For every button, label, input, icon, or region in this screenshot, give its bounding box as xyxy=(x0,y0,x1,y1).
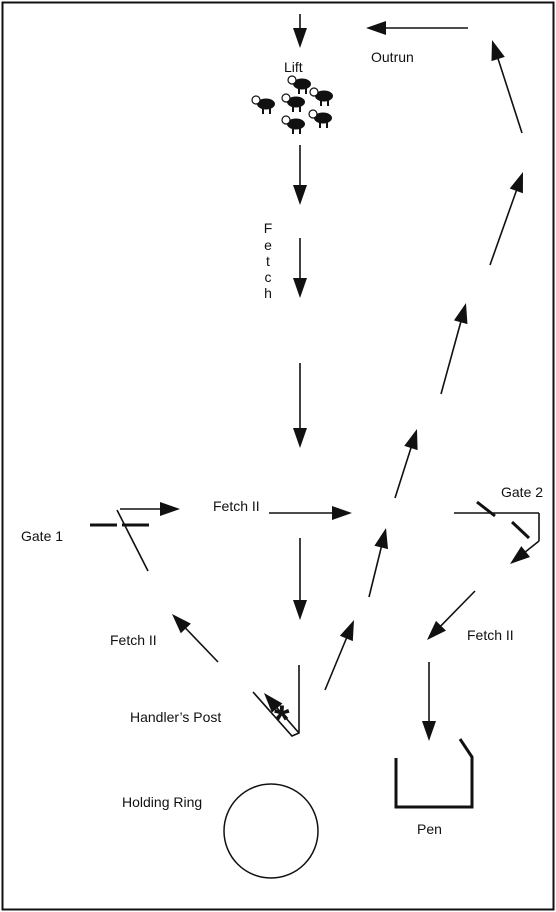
fetch-ii-left-arrow xyxy=(183,626,219,663)
fetch-ii-down-arrow-head xyxy=(293,600,307,620)
handlers-post-label: Handler’s Post xyxy=(130,709,221,725)
sheep-icon xyxy=(251,95,275,114)
path-arrows xyxy=(120,14,540,741)
fetch-letter: F xyxy=(264,220,273,236)
outrun-arrow-lower xyxy=(489,188,518,266)
fetch-vertical-label: F e t c h xyxy=(264,220,273,301)
diagonal-arrow-handler xyxy=(324,636,348,691)
fetch-letter: e xyxy=(264,237,272,253)
outrun-arrow-upper-head xyxy=(491,40,505,62)
handlers-post-arrow-head xyxy=(264,693,283,713)
sheep-flock xyxy=(251,75,333,134)
fetch-arrow-2-head xyxy=(293,278,307,298)
holding-ring xyxy=(223,783,319,879)
gate1-path-line xyxy=(116,509,149,572)
diagonal-arrow-middle xyxy=(394,445,413,499)
gate2-post-top xyxy=(476,500,496,518)
sheep-icon xyxy=(308,109,332,128)
gate2-turn-arrow-head xyxy=(510,546,531,564)
outrun-arrow-upper xyxy=(496,56,523,134)
pen-enclosure xyxy=(394,738,474,809)
outrun-arrow-lower-head xyxy=(509,172,523,194)
fetch-ii-right-label: Fetch II xyxy=(467,627,514,643)
lift-arrow-head xyxy=(293,28,307,48)
gate1-label: Gate 1 xyxy=(21,528,63,544)
sheep-icon xyxy=(281,115,305,134)
fetch-letter: t xyxy=(266,253,270,269)
gate1-turn-arrow-head xyxy=(160,502,180,516)
fetch-ii-left-arrow-head xyxy=(172,614,191,634)
gate2-label: Gate 2 xyxy=(501,484,543,500)
fetch-letter: c xyxy=(265,269,272,285)
fetch-arrow-1-head xyxy=(293,185,307,205)
diagonal-arrow-lower xyxy=(368,545,383,598)
handlers-post-arrow xyxy=(275,706,300,734)
pen-approach-arrow-head xyxy=(422,721,436,741)
gate2-post-bottom xyxy=(510,520,531,540)
diagonal-arrow-middle-head xyxy=(404,429,418,451)
fetch-ii-cross-arrow-head xyxy=(332,506,352,520)
fetch-ii-center-label: Fetch II xyxy=(213,498,260,514)
fetch-ii-right-arrow-head xyxy=(427,620,446,640)
fetch-arrow-3-head xyxy=(293,428,307,448)
gate2-turn-arrow xyxy=(523,540,540,554)
gate1-posts xyxy=(90,509,149,572)
diagonal-arrow-handler-head xyxy=(339,620,354,642)
diagonal-arrow-upper xyxy=(440,320,463,395)
outrun-label: Outrun xyxy=(371,49,414,65)
sheep-icon xyxy=(309,87,333,106)
fetch-ii-left-label: Fetch II xyxy=(110,632,157,648)
pen-label: Pen xyxy=(417,821,442,837)
outrun-arrow-top-head xyxy=(366,21,386,35)
sheep-icon xyxy=(287,75,311,94)
fetch-ii-right-arrow xyxy=(439,590,476,628)
gate2-posts xyxy=(476,500,531,540)
fetch-letter: h xyxy=(264,285,272,301)
diagonal-arrow-upper-head xyxy=(453,303,468,325)
sheep-icon xyxy=(281,93,305,112)
diagonal-arrow-lower-head xyxy=(374,528,389,550)
handlers-post-path xyxy=(252,665,300,737)
holding-ring-label: Holding Ring xyxy=(122,794,202,810)
lift-label: Lift xyxy=(284,59,303,75)
